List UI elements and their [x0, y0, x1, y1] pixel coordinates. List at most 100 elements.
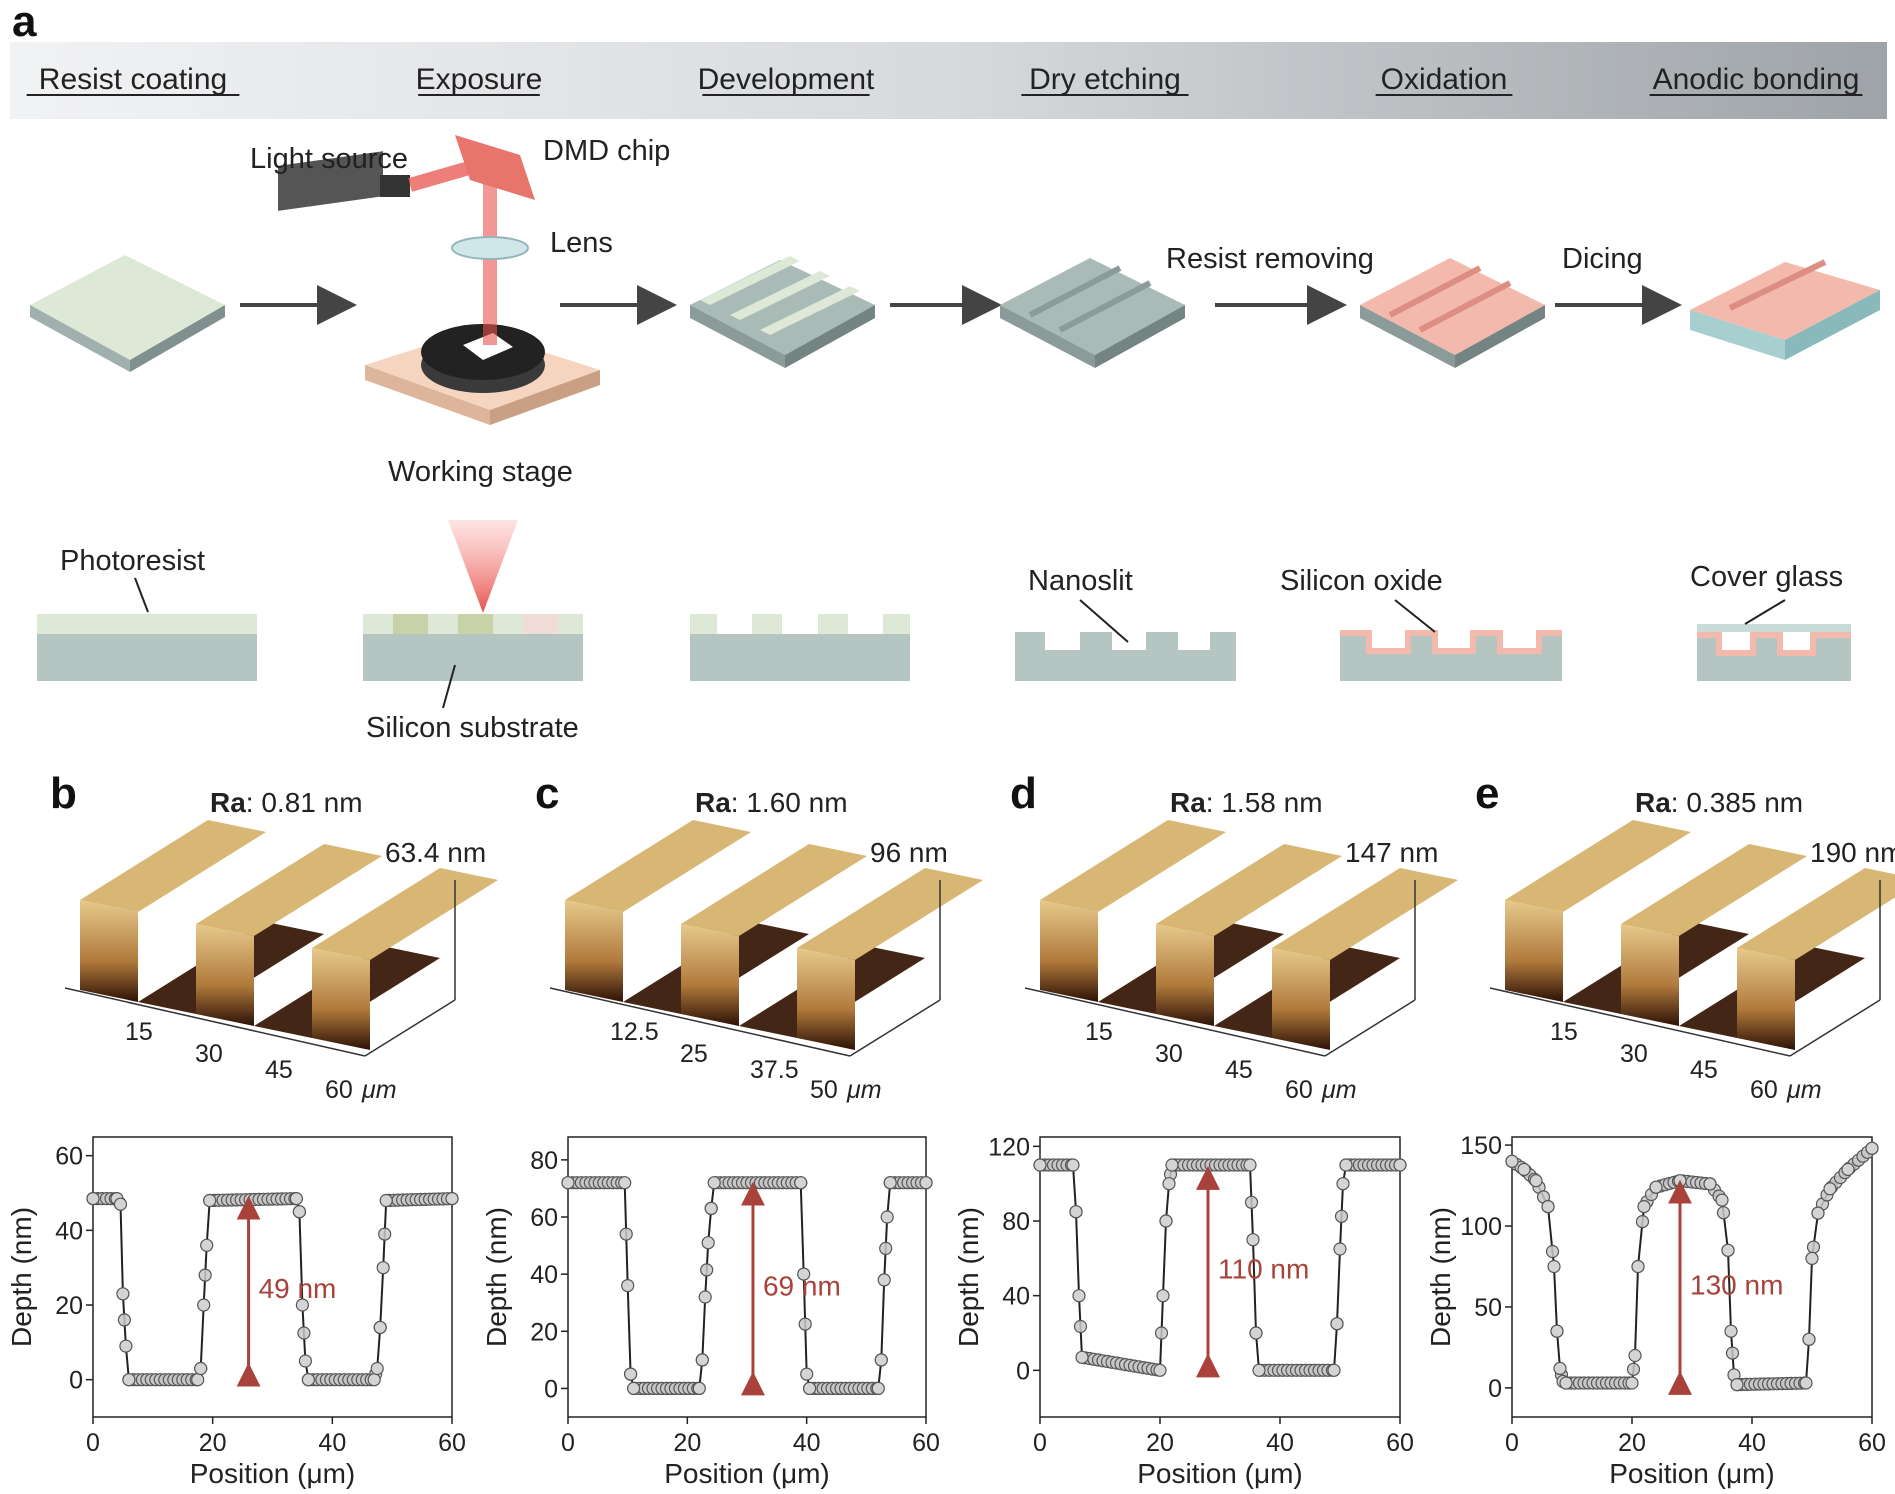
leader-photoresist [134, 577, 149, 613]
afm-ridge [1621, 844, 1807, 936]
leader-silicon-substrate [442, 664, 456, 709]
data-point [1841, 1162, 1855, 1177]
afm-tick: 37.5 [750, 1056, 799, 1084]
afm-tick: 60 [1750, 1076, 1778, 1104]
y-tick-label: 0 [69, 1367, 83, 1395]
depth-annotation: 110 nm [1218, 1254, 1309, 1285]
cross-section-exposure [363, 520, 583, 681]
y-tick-label: 40 [1002, 1283, 1030, 1311]
data-point [692, 1381, 706, 1396]
cross-section-bonding [1697, 624, 1851, 681]
data-point [1327, 1363, 1341, 1377]
data-point [1625, 1376, 1639, 1390]
data-point [1249, 1326, 1263, 1340]
afm-ridge [1156, 844, 1342, 936]
afm-ridge-front [797, 948, 855, 1050]
data-point [1154, 1326, 1169, 1340]
cross-section-resist-coating [37, 614, 257, 681]
data-point [113, 1197, 128, 1211]
plot-frame [92, 1136, 453, 1418]
afm-ridge [196, 844, 382, 936]
profile-markers [1505, 1141, 1879, 1392]
afm-height-label: 96 nm [870, 837, 948, 868]
data-point [1252, 1363, 1266, 1377]
data-point [117, 1313, 132, 1327]
afm-tick: 15 [1550, 1018, 1578, 1046]
x-tick-label: 40 [793, 1429, 821, 1457]
afm-x-axis [1489, 987, 1791, 1057]
afm-ridge [1040, 820, 1226, 912]
afm-tick: 15 [125, 1018, 153, 1046]
data-point [1246, 1233, 1260, 1247]
y-tick-label: 150 [1460, 1132, 1502, 1160]
afm-height-label: 190 nm [1810, 837, 1895, 868]
afm-ridge [1505, 820, 1691, 912]
afm-tick: 15 [1085, 1018, 1113, 1046]
data-point [1393, 1158, 1407, 1172]
data-point [379, 1193, 393, 1208]
panel-letter-e: e [1475, 769, 1499, 818]
panel-letter-a: a [12, 0, 37, 46]
label-silicon-oxide: Silicon oxide [1280, 565, 1443, 597]
data-point [626, 1381, 641, 1396]
data-point [1715, 1193, 1729, 1207]
afm-y-axis [1789, 999, 1881, 1057]
afm-tick: 25 [680, 1040, 708, 1068]
afm-x-axis [549, 987, 851, 1057]
data-point [1075, 1350, 1089, 1364]
ra-label: Ra [1635, 787, 1671, 818]
afm-tick: 45 [1690, 1056, 1718, 1084]
afm-ridge-front [1621, 924, 1679, 1026]
label-lens: Lens [550, 227, 613, 259]
data-point [1165, 1158, 1179, 1172]
ra-text-d: Ra: 1.58 nm [1170, 787, 1323, 818]
ra-text-b: Ra: 0.81 nm [210, 787, 363, 818]
data-point [1673, 1174, 1687, 1188]
x-tick-label: 0 [1033, 1429, 1047, 1457]
data-point [1806, 1240, 1821, 1254]
data-point [1334, 1209, 1349, 1223]
data-point [1033, 1158, 1047, 1172]
x-tick-label: 40 [318, 1429, 346, 1457]
afm-tick: 50 [810, 1076, 838, 1104]
data-point [704, 1201, 718, 1216]
y-tick-label: 80 [530, 1147, 558, 1175]
data-point [1865, 1141, 1879, 1155]
afm-tick: 30 [195, 1040, 223, 1068]
y-axis-label: Depth (nm) [1425, 1207, 1456, 1347]
data-point [1069, 1205, 1083, 1219]
x-tick-label: 0 [86, 1429, 100, 1457]
data-point [197, 1298, 211, 1312]
afm-tick: 45 [265, 1056, 293, 1084]
data-point [370, 1361, 384, 1376]
dmd-chip-shape [455, 135, 535, 200]
data-point [618, 1176, 632, 1190]
y-tick-label: 0 [544, 1375, 558, 1403]
data-point [1799, 1376, 1813, 1390]
data-point [802, 1381, 817, 1396]
process-step-4: Oxidation [1381, 63, 1508, 96]
x-axis-label: Position (μm) [190, 1458, 356, 1489]
data-point [698, 1290, 712, 1304]
data-point [445, 1191, 459, 1206]
y-tick-label: 40 [530, 1261, 558, 1289]
profile-markers [1033, 1158, 1407, 1377]
data-point [203, 1193, 217, 1208]
data-point [1649, 1180, 1663, 1194]
data-point [1559, 1376, 1573, 1390]
data-point [871, 1381, 885, 1396]
data-point [298, 1354, 312, 1368]
y-tick-label: 80 [1002, 1208, 1030, 1236]
y-axis-label: Depth (nm) [481, 1207, 512, 1347]
ra-value: : 0.385 nm [1671, 787, 1803, 818]
panel-letter-b: b [50, 769, 77, 818]
label-nanoslit: Nanoslit [1028, 565, 1133, 597]
afm-ridge-front [1272, 948, 1330, 1050]
x-tick-label: 20 [1146, 1429, 1174, 1457]
data-point [1153, 1363, 1167, 1377]
